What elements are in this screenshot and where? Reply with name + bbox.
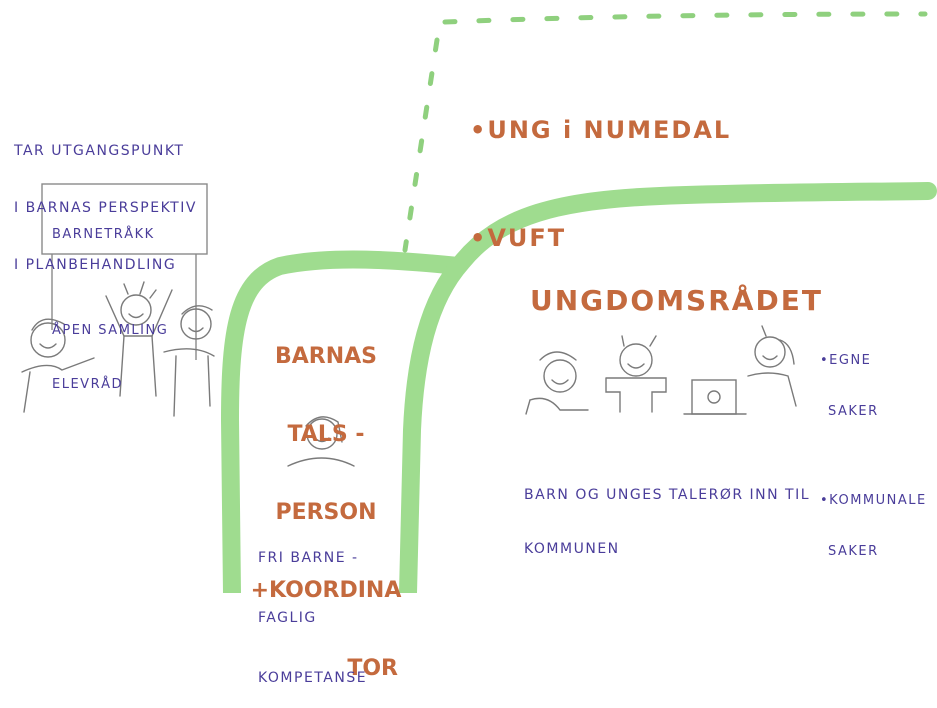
kids-group-left — [21, 281, 215, 417]
left-note-line: I PLANBEHANDLING — [14, 257, 177, 273]
side-item: SAKER — [828, 544, 879, 559]
middle-title-line: PERSON — [275, 500, 377, 525]
right-title: UNGDOMSRÅDET — [530, 284, 823, 317]
kid-left-3 — [163, 305, 215, 417]
kid-right-2 — [605, 335, 667, 413]
sketch-canvas — [21, 11, 937, 593]
laptop-sketch — [683, 379, 747, 415]
caption-line: BARN OG UNGES TALERØR INN TIL — [524, 487, 811, 503]
left-note: TAR UTGANGSPUNKT I BARNAS PERSPEKTIV I P… — [14, 104, 197, 294]
kid-middle — [287, 416, 355, 467]
middle-note: FRI BARNE - FAGLIG KOMPETANSE — [258, 508, 367, 708]
right-side-items: •EGNE SAKER •KOMMUNALE SAKER — [820, 318, 927, 577]
middle-note-line: KOMPETANSE — [258, 670, 368, 686]
board-line: ELEVRÅD — [52, 377, 123, 392]
kid-right-3 — [747, 325, 797, 407]
left-note-line: TAR UTGANGSPUNKT — [14, 143, 185, 159]
middle-note-line: FAGLIG — [258, 610, 317, 626]
caption-line: KOMMUNEN — [524, 541, 620, 557]
left-note-line: I BARNAS PERSPEKTIV — [14, 200, 197, 216]
side-item: SAKER — [828, 404, 879, 419]
kid-right-1 — [525, 351, 589, 415]
middle-title-line: BARNAS — [274, 344, 378, 369]
top-list-item: •UNG i NUMEDAL — [470, 116, 732, 144]
green-bands — [221, 182, 937, 593]
kid-left-2 — [105, 281, 173, 397]
right-caption: BARN OG UNGES TALERØR INN TIL KOMMUNEN — [524, 450, 810, 576]
top-list-item: •VUFT — [470, 224, 567, 252]
board-sketch — [41, 183, 208, 360]
board-line: ÅPEN SAMLING — [52, 323, 169, 338]
side-item: •EGNE — [820, 353, 872, 368]
dashed-frame — [402, 11, 928, 253]
kid-left-1 — [21, 318, 95, 413]
middle-title-line: TALS - — [287, 422, 365, 447]
board-labels: BARNETRÅKK ÅPEN SAMLING ELEVRÅD — [52, 190, 168, 412]
side-item: •KOMMUNALE — [820, 493, 927, 508]
top-list: •UNG i NUMEDAL •VUFT — [470, 40, 731, 292]
board-line: BARNETRÅKK — [52, 227, 155, 242]
kids-group-right — [525, 325, 797, 415]
middle-note-line: FRI BARNE - — [258, 550, 359, 566]
